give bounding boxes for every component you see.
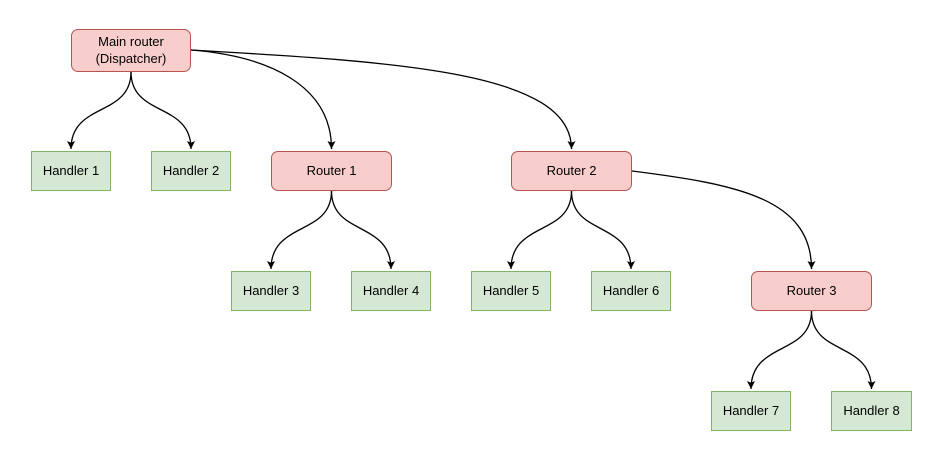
node-router-2-label: Router 2 [546,162,597,178]
node-handler-5[interactable]: Handler 5 [471,271,551,311]
node-handler-4-label: Handler 4 [362,282,420,298]
edge-router-3-to-handler-8 [810,310,876,390]
node-router-1-label: Router 1 [306,162,357,178]
edge-router-1-to-handler-3 [267,190,333,270]
node-handler-8[interactable]: Handler 8 [831,391,912,431]
edge-router-2-to-router-3 [631,170,816,270]
node-handler-2-label: Handler 2 [162,162,220,178]
edge-main-router-to-router-1 [190,49,336,150]
node-handler-3-label: Handler 3 [242,282,300,298]
edge-main-router-to-handler-2 [130,71,195,150]
edge-router-2-to-handler-5 [507,190,573,270]
node-handler-7-label: Handler 7 [722,402,780,418]
node-router-3[interactable]: Router 3 [751,271,872,311]
edge-router-3-to-handler-7 [747,310,813,390]
node-router-2[interactable]: Router 2 [511,151,632,191]
node-main-router[interactable]: Main router (Dispatcher) [71,29,191,72]
node-router-1[interactable]: Router 1 [271,151,392,191]
node-handler-3[interactable]: Handler 3 [231,271,311,311]
edge-router-2-to-handler-6 [570,190,635,270]
node-router-3-label: Router 3 [786,282,837,298]
node-handler-7[interactable]: Handler 7 [711,391,791,431]
node-handler-1[interactable]: Handler 1 [31,151,111,191]
node-handler-6[interactable]: Handler 6 [591,271,671,311]
edge-main-router-to-router-2 [190,49,576,150]
edge-router-1-to-handler-4 [330,190,395,270]
node-handler-2[interactable]: Handler 2 [151,151,231,191]
node-handler-6-label: Handler 6 [602,282,660,298]
node-handler-5-label: Handler 5 [482,282,540,298]
node-main-router-label: Main router (Dispatcher) [95,33,167,66]
node-handler-8-label: Handler 8 [843,402,900,418]
edge-main-router-to-handler-1 [67,71,132,150]
node-handler-4[interactable]: Handler 4 [351,271,431,311]
node-handler-1-label: Handler 1 [42,162,100,178]
